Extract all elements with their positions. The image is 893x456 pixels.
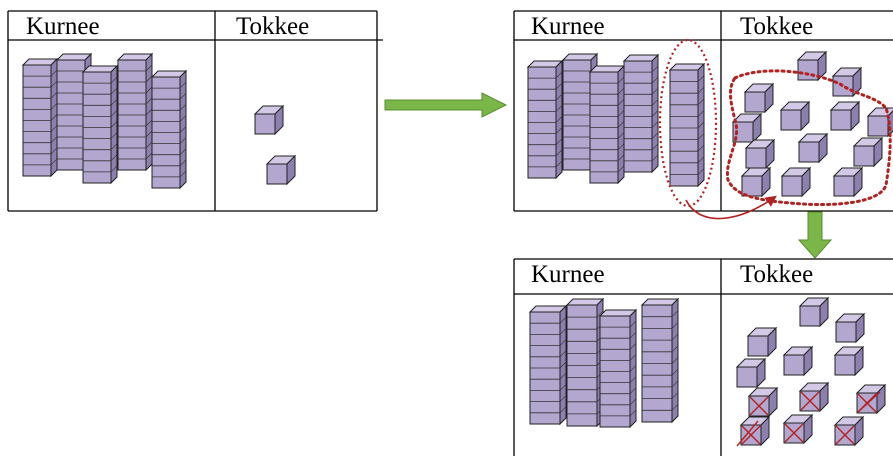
panel2-unit-cube-13: [832, 166, 864, 198]
panel3-crossed-unit-cube-8: [798, 381, 830, 413]
panel2-kurnee-header: Kurnee: [531, 13, 605, 40]
panel3-table: [513, 258, 893, 456]
panel2-tens-rod-3: [588, 64, 626, 185]
panel1-tens-rod-3: [81, 64, 119, 185]
panel3-unit-cube-5: [833, 345, 865, 377]
panel3-crossed-unit-cube-10: [739, 415, 771, 447]
panel1-unit-cube-2: [265, 154, 297, 186]
panel3-unit-cube-2: [834, 312, 866, 344]
panel3-tokkee-header: Tokkee: [740, 261, 814, 288]
panel1-tens-rod-1: [21, 57, 59, 178]
panel2-tens-rod-4: [622, 53, 660, 174]
panel1-table: [7, 10, 383, 212]
panel3-crossed-unit-cube-12: [833, 415, 865, 447]
panel3-tens-rod-2: [565, 297, 605, 428]
panel1-tokkee-header: Tokkee: [236, 13, 310, 40]
panel2-tens-rod-1: [526, 59, 564, 180]
panel1-tens-rod-5: [150, 69, 188, 190]
panel2-tens-rod-5: [668, 62, 706, 188]
panel3-tens-rod-4: [640, 297, 680, 424]
panel1-kurnee-header: Kurnee: [26, 13, 100, 40]
panel2-table: [513, 10, 893, 212]
crossout-slash-1: [736, 420, 759, 447]
panel3-crossed-unit-cube-7: [747, 386, 779, 418]
panel1-unit-cube-1: [253, 104, 285, 136]
panel2-unit-cube-12: [780, 166, 812, 198]
panel3-tens-rod-3: [598, 308, 638, 429]
green-down-arrow: [797, 211, 833, 259]
panel3-unit-cube-4: [782, 345, 814, 377]
panel2-unit-cube-8: [744, 138, 776, 170]
panel3-unit-cube-3: [746, 326, 778, 358]
green-right-arrow: [384, 92, 508, 118]
panel2-unit-cube-5: [829, 100, 861, 132]
regrouped-units-highlight: [725, 69, 892, 207]
panel3-tens-rod-1: [528, 304, 568, 426]
panel2-unit-cube-10: [852, 136, 884, 168]
panel3-crossed-unit-cube-11: [782, 413, 814, 445]
panel2-unit-cube-3: [743, 82, 775, 114]
panel2-unit-cube-4: [779, 100, 811, 132]
panel1-tens-rod-4: [116, 52, 154, 172]
regroup-curved-arrow: [685, 195, 777, 220]
panel3-kurnee-header: Kurnee: [531, 261, 605, 288]
panel3-unit-cube-6: [735, 357, 767, 389]
regroup-rod-highlight: [658, 38, 718, 208]
panel3-unit-cube-1: [798, 296, 830, 328]
crossout-slash-2: [857, 391, 881, 413]
panel2-unit-cube-9: [797, 132, 829, 164]
panel2-tokkee-header: Tokkee: [740, 13, 814, 40]
panel2-unit-cube-11: [740, 166, 772, 198]
